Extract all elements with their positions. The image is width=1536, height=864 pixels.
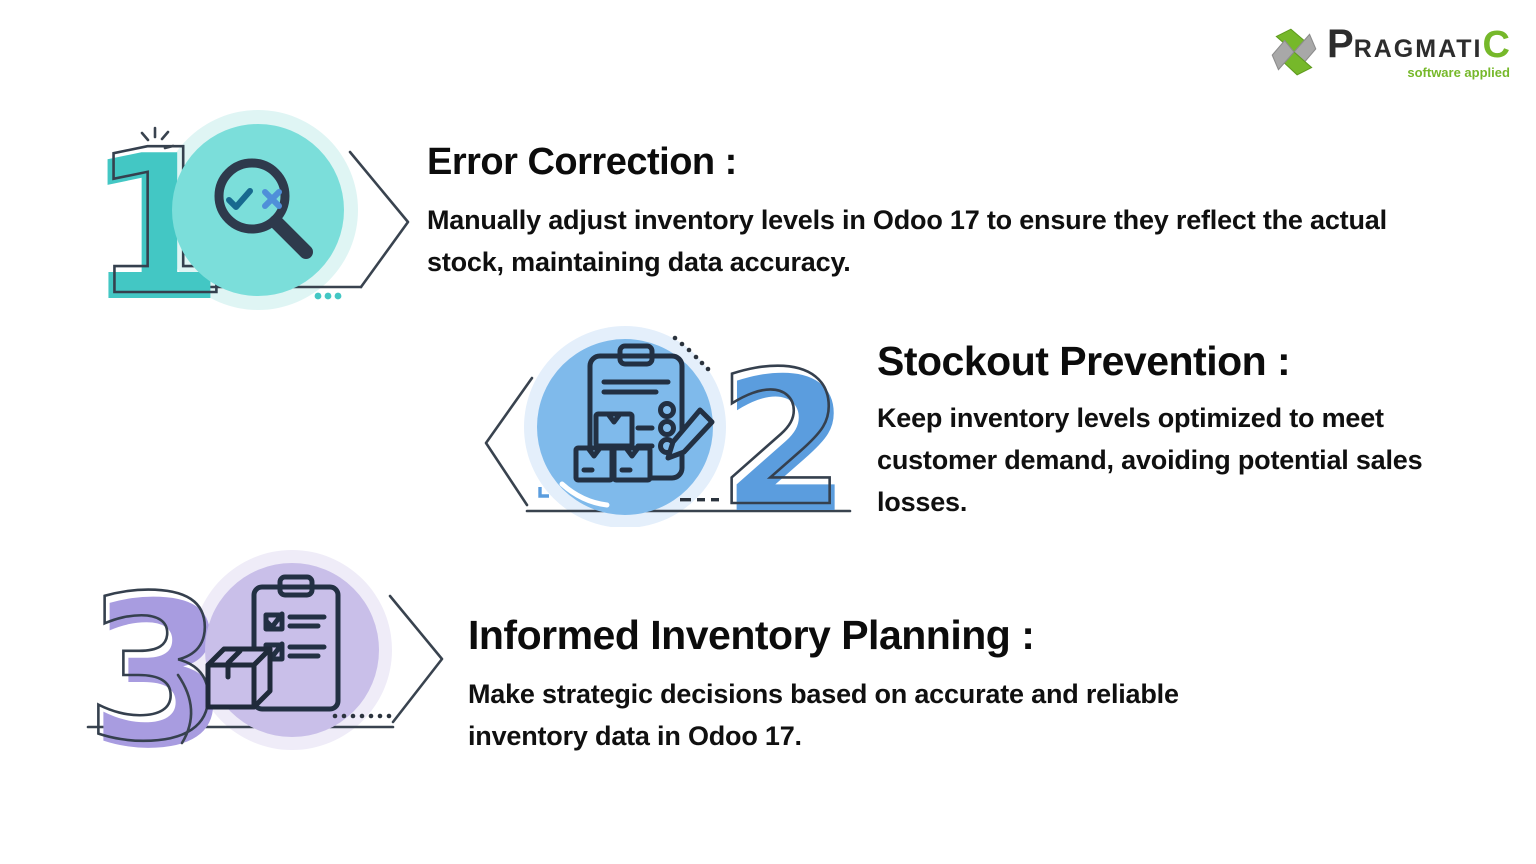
brand-letter-p: P — [1327, 22, 1354, 66]
step2-text: Stockout Prevention : Keep inventory lev… — [877, 338, 1477, 523]
dots-diagonal-decoration — [672, 335, 711, 372]
arrow-left-icon — [484, 376, 534, 507]
step1-graphic: 1 1 — [85, 108, 410, 323]
step3-graphic: 3 3 — [84, 550, 444, 760]
boxes-icon — [573, 411, 653, 483]
step2-description: Keep inventory levels optimized to meet … — [877, 403, 1423, 518]
box-icon — [205, 646, 273, 710]
dots-decoration — [332, 713, 392, 719]
step1-circle — [172, 124, 344, 296]
dash-decoration — [680, 498, 719, 502]
brand-letter-c: C — [1482, 24, 1510, 66]
step2-number: 2 — [722, 338, 851, 527]
highlight-decoration — [559, 481, 610, 508]
brand-letters-mid: RAGMATI — [1353, 35, 1483, 63]
pencil-icon — [665, 407, 715, 461]
brand-tagline: software applied — [1407, 65, 1510, 80]
box-checklist-icon — [205, 574, 341, 712]
step1-text: Error Correction : Manually adjust inven… — [427, 141, 1467, 283]
step1-description: Manually adjust inventory levels in Odoo… — [427, 204, 1387, 277]
check-icon — [226, 188, 253, 210]
magnifier-check-x-icon — [214, 158, 313, 259]
step3-title: Informed Inventory Planning : — [468, 612, 1035, 658]
brand-logo-icon — [1271, 28, 1317, 76]
step2-graphic: 2 2 — [484, 326, 852, 527]
brand-logo: PRAGMATIC software applied — [1266, 24, 1510, 80]
step2-number-outline: 2 — [717, 331, 846, 527]
swoosh-decoration — [176, 673, 193, 745]
sparkle-icon — [140, 126, 175, 150]
brand-name: PRAGMATIC — [1327, 24, 1510, 64]
step3-text: Informed Inventory Planning : Make strat… — [468, 612, 1188, 757]
step1-title: Error Correction : — [427, 141, 737, 183]
arrow-right-icon — [388, 594, 444, 724]
cross-icon — [262, 189, 282, 209]
dots-decoration — [314, 292, 342, 300]
corner-mark-decoration — [538, 487, 549, 498]
step3-number-outline: 3 — [85, 553, 224, 760]
step3-description: Make strategic decisions based on accura… — [468, 679, 1179, 752]
arrow-right-icon — [348, 150, 410, 289]
step2-title: Stockout Prevention : — [877, 338, 1291, 384]
clipboard-boxes-pencil-icon — [573, 343, 715, 483]
